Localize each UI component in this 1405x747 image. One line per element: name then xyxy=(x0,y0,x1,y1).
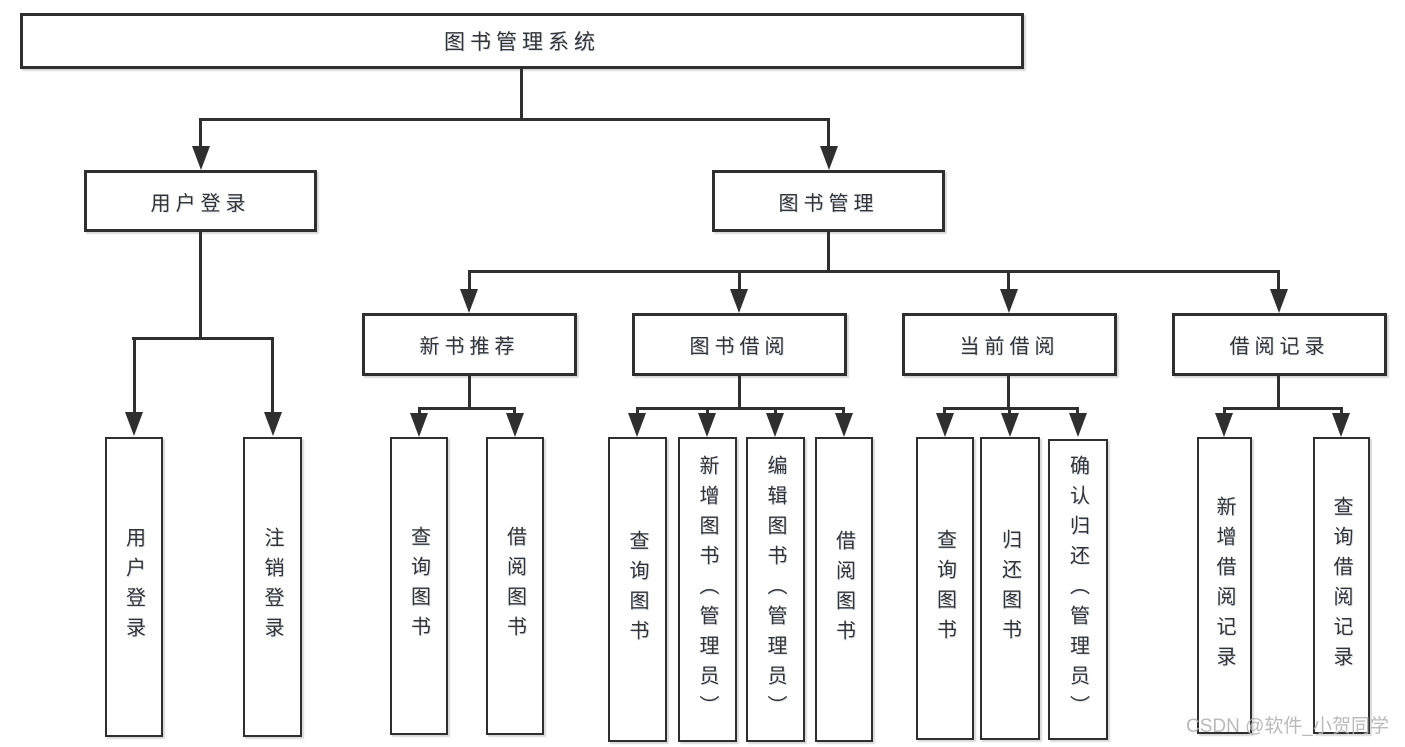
arrow-down-icon xyxy=(1270,289,1288,313)
arrow-down-icon xyxy=(1332,413,1350,437)
arrow-down-icon xyxy=(628,413,646,437)
connector-drop-current-borrow xyxy=(1007,270,1010,290)
node-login-label: 用户登录 xyxy=(122,527,145,647)
connector-mgmt-split xyxy=(468,270,1280,273)
node-newbooks-borrow-books: 借阅图书 xyxy=(486,437,544,735)
connector-drop-book-borrow xyxy=(738,270,741,290)
node-bookborrow-edit-book-admin: 编辑图书（管理员） xyxy=(746,437,805,742)
node-records-add-record-label: 新增借阅记录 xyxy=(1213,495,1235,676)
connector-drop-login xyxy=(133,337,136,413)
arrow-down-icon xyxy=(698,413,716,437)
connector-root-stem xyxy=(520,69,523,118)
node-user-login-label: 用户登录 xyxy=(150,192,251,215)
node-logout-label: 注销登录 xyxy=(261,527,283,647)
node-bookborrow-edit-book-admin-label: 编辑图书（管理员） xyxy=(764,454,786,725)
connector-g4-drop2 xyxy=(1340,407,1343,415)
connector-g2-drop4 xyxy=(842,407,845,415)
node-borrowing-records-label: 借阅记录 xyxy=(1229,336,1330,358)
node-current-borrowing-label: 当前借阅 xyxy=(959,336,1060,358)
arrow-down-icon xyxy=(820,146,838,170)
arrow-down-icon xyxy=(730,289,748,313)
connector-g3-stem xyxy=(1007,376,1010,407)
node-current-return-books-label: 归还图书 xyxy=(998,528,1021,649)
arrow-down-icon xyxy=(264,412,282,436)
arrow-down-icon xyxy=(410,413,428,437)
node-bookborrow-query-books: 查询图书 xyxy=(608,437,667,742)
node-records-query-record-label: 查询借阅记录 xyxy=(1330,495,1352,676)
node-current-confirm-return-admin-label: 确认归还（管理员） xyxy=(1066,454,1089,725)
node-bookborrow-borrow-books-label: 借阅图书 xyxy=(832,529,855,650)
node-root: 图书管理系统 xyxy=(20,13,1024,69)
node-logout: 注销登录 xyxy=(243,437,302,737)
connector-g2-split xyxy=(636,407,844,410)
csdn-watermark: CSDN @软件_小贺同学 xyxy=(1186,716,1389,737)
node-login: 用户登录 xyxy=(105,437,163,737)
connector-g3-drop1 xyxy=(943,407,946,415)
node-bookborrow-borrow-books: 借阅图书 xyxy=(815,437,873,742)
node-new-book-recommendation: 新书推荐 xyxy=(362,313,577,376)
connector-g1-split xyxy=(418,407,516,410)
node-book-borrowing-label: 图书借阅 xyxy=(689,336,790,358)
arrow-down-icon xyxy=(835,413,853,437)
connector-g2-drop1 xyxy=(636,407,639,415)
connector-drop-book-mgmt xyxy=(827,118,830,148)
connector-g2-stem xyxy=(738,376,741,407)
node-current-borrowing: 当前借阅 xyxy=(902,313,1117,376)
connector-g1-drop2 xyxy=(513,407,516,415)
connector-user-split xyxy=(132,337,274,340)
connector-g4-drop1 xyxy=(1223,407,1226,415)
arrow-down-icon xyxy=(1069,413,1087,437)
connector-g3-drop2 xyxy=(1008,407,1011,415)
connector-mgmt-stem xyxy=(827,232,830,270)
connector-g1-stem xyxy=(468,376,471,407)
node-bookborrow-add-book-admin: 新增图书（管理员） xyxy=(678,437,737,742)
connector-main-split xyxy=(199,118,830,121)
node-book-borrowing: 图书借阅 xyxy=(632,313,847,376)
connector-drop-user-login xyxy=(199,118,202,148)
arrow-down-icon xyxy=(125,412,143,436)
node-current-confirm-return-admin: 确认归还（管理员） xyxy=(1048,439,1108,740)
node-bookborrow-query-books-label: 查询图书 xyxy=(626,529,648,650)
node-records-query-record: 查询借阅记录 xyxy=(1313,437,1370,734)
arrow-down-icon xyxy=(1001,413,1019,437)
arrow-down-icon xyxy=(192,146,210,170)
node-newbooks-borrow-books-label: 借阅图书 xyxy=(503,526,526,646)
connector-g2-drop3 xyxy=(774,407,777,415)
node-current-query-books-label: 查询图书 xyxy=(933,528,956,649)
node-root-label: 图书管理系统 xyxy=(444,31,600,54)
arrow-down-icon xyxy=(766,413,784,437)
connector-drop-logout xyxy=(271,337,274,413)
connector-user-stem xyxy=(199,232,202,337)
connector-g3-split xyxy=(944,407,1079,410)
arrow-down-icon xyxy=(1215,413,1233,437)
node-current-query-books: 查询图书 xyxy=(916,437,974,740)
connector-drop-new-books xyxy=(468,270,471,290)
node-current-return-books: 归还图书 xyxy=(980,437,1040,740)
node-book-management-label: 图书管理 xyxy=(778,192,879,215)
node-user-login: 用户登录 xyxy=(84,170,317,232)
connector-g3-drop3 xyxy=(1076,407,1079,415)
arrow-down-icon xyxy=(506,413,524,437)
node-book-management: 图书管理 xyxy=(712,170,945,232)
arrow-down-icon xyxy=(460,289,478,313)
node-new-book-recommendation-label: 新书推荐 xyxy=(419,336,520,358)
arrow-down-icon xyxy=(936,413,954,437)
connector-g4-split xyxy=(1223,407,1342,410)
node-records-add-record: 新增借阅记录 xyxy=(1197,437,1252,734)
connector-g1-drop1 xyxy=(418,407,421,415)
node-newbooks-query-books: 查询图书 xyxy=(390,437,448,735)
connector-g2-drop2 xyxy=(706,407,709,415)
node-bookborrow-add-book-admin-label: 新增图书（管理员） xyxy=(696,454,718,725)
arrow-down-icon xyxy=(1000,289,1018,313)
connector-g4-stem xyxy=(1277,376,1280,407)
connector-drop-borrow-records xyxy=(1277,270,1280,290)
node-newbooks-query-books-label: 查询图书 xyxy=(407,526,430,646)
node-borrowing-records: 借阅记录 xyxy=(1172,313,1387,376)
